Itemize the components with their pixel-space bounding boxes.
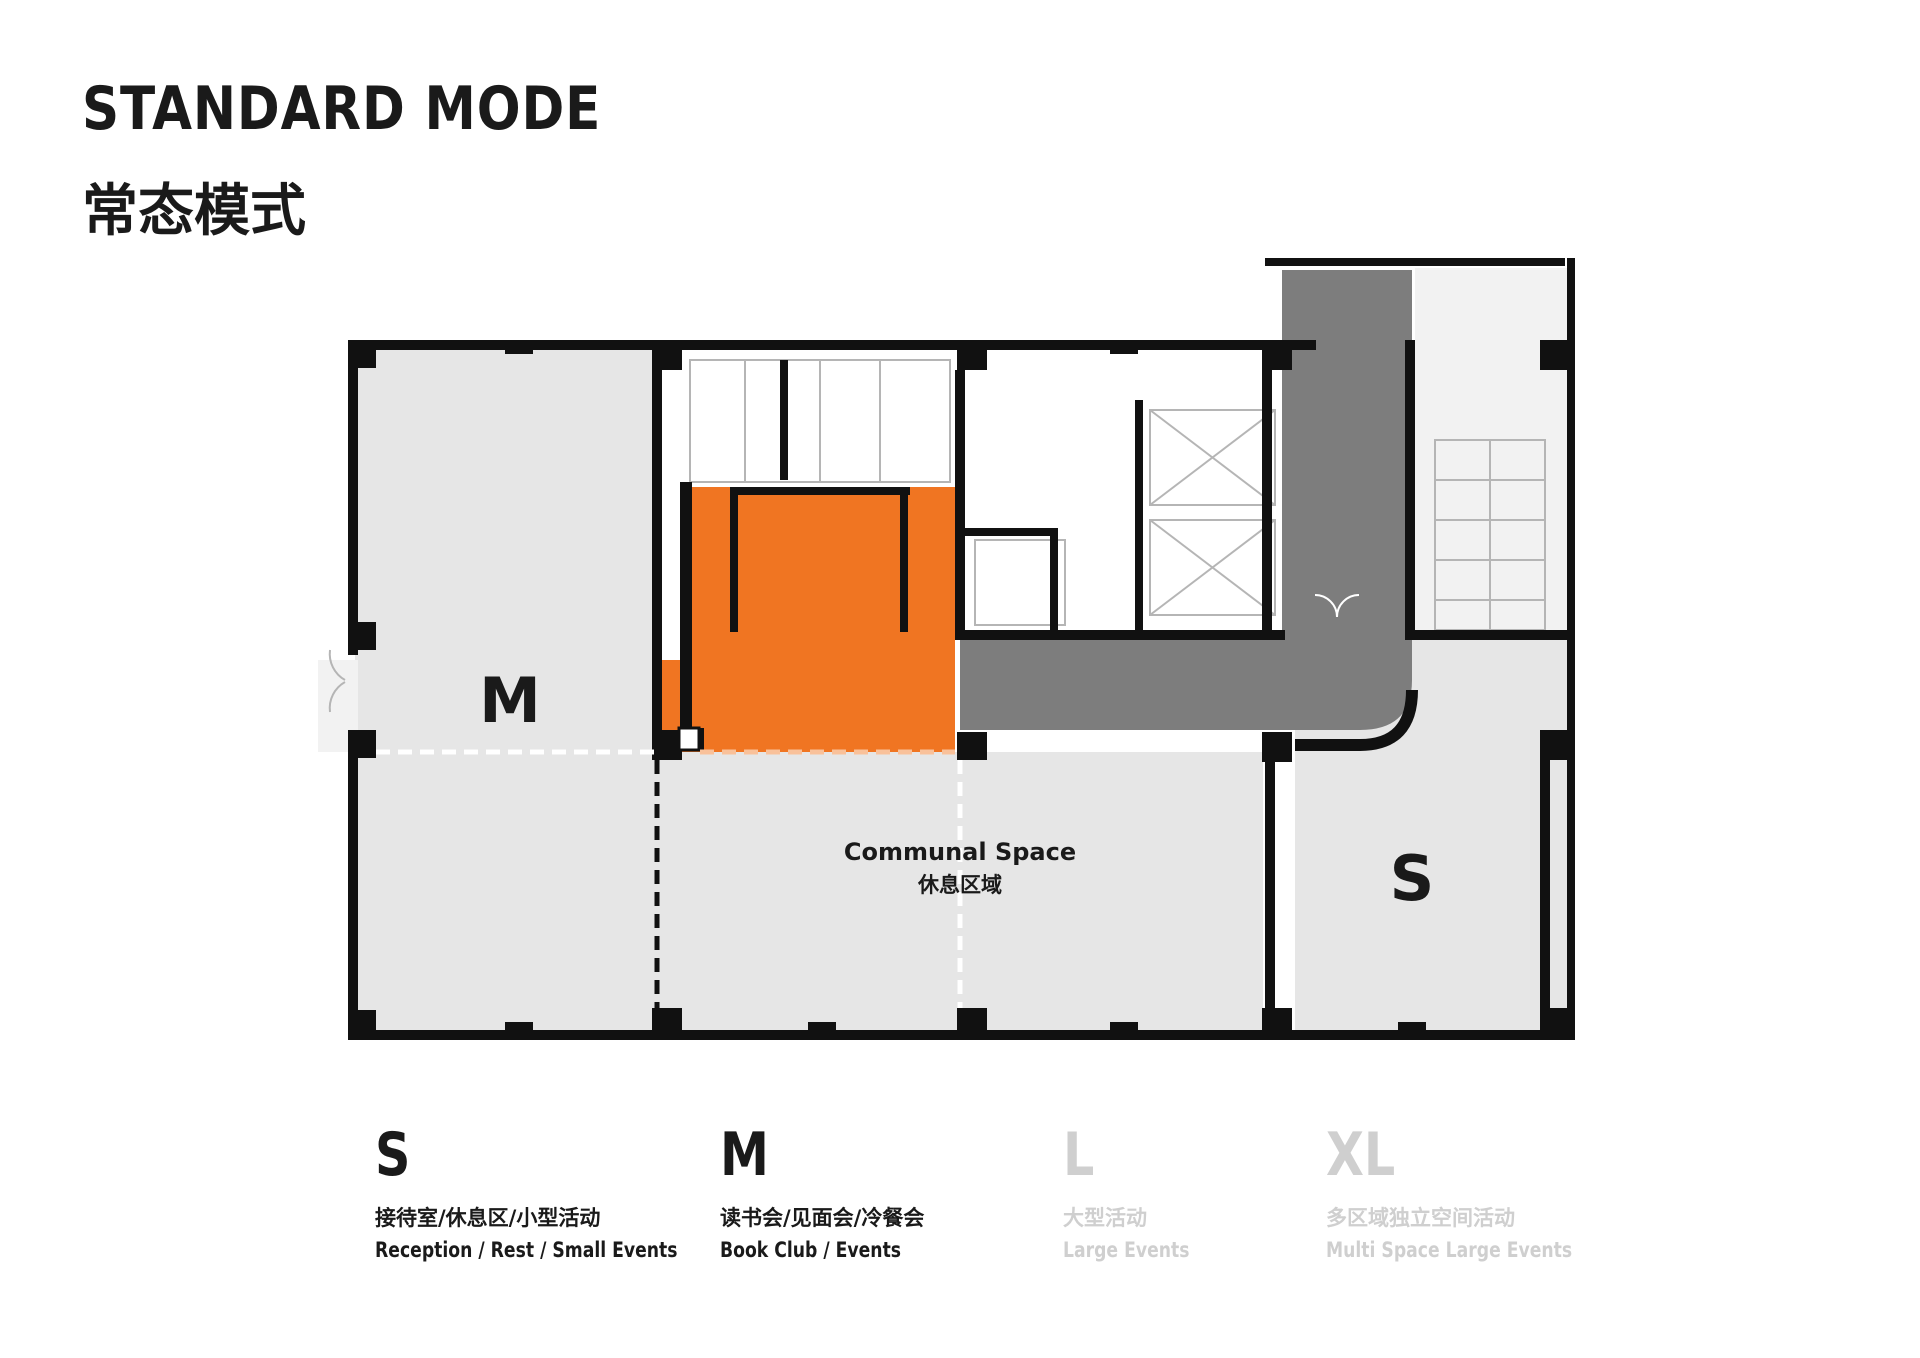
service-rooms <box>689 359 1546 631</box>
highlight-room <box>660 487 955 752</box>
legend-item-l: L 大型活动 Large Events <box>1063 1125 1217 1263</box>
legend-code: L <box>1063 1120 1095 1190</box>
small-cabinet <box>677 726 701 752</box>
legend-description-en: Large Events <box>1063 1238 1190 1262</box>
page-title: STANDARD MODE <box>82 74 602 144</box>
legend-description-cn: 多区域独立空间活动 <box>1326 1206 1515 1230</box>
legend-item-s: S 接待室/休息区/小型活动 Reception / Rest / Small … <box>375 1125 744 1263</box>
communal-label-en: Communal Space <box>844 838 1076 866</box>
legend-description-cn: 接待室/休息区/小型活动 <box>375 1206 601 1230</box>
page-subtitle: 常态模式 <box>82 179 306 244</box>
stair-zone-fill <box>1415 268 1575 640</box>
walls <box>348 258 1575 1040</box>
corridor <box>960 270 1412 730</box>
communal-label-cn: 休息区域 <box>917 873 1002 897</box>
zone-m-fill <box>355 350 657 1030</box>
movable-partitions <box>376 655 963 1008</box>
legend-description-cn: 大型活动 <box>1063 1206 1147 1230</box>
legend-item-xl: XL 多区域独立空间活动 Multi Space Large Events <box>1326 1125 1626 1263</box>
legend-item-m: M 读书会/见面会/冷餐会 Book Club / Events <box>720 1125 941 1263</box>
zone-s-label: S <box>1390 842 1435 915</box>
legend-description-cn: 读书会/见面会/冷餐会 <box>720 1206 925 1230</box>
corridor-door-icon <box>1314 594 1360 618</box>
legend-code: M <box>720 1120 769 1190</box>
legend-description-en: Multi Space Large Events <box>1326 1238 1573 1262</box>
entrance-door-icon <box>328 649 346 713</box>
corridor-curve-wall <box>1295 689 1418 751</box>
legend-code: XL <box>1326 1120 1396 1190</box>
legend-description-en: Reception / Rest / Small Events <box>375 1238 678 1262</box>
zone-m-label: M <box>479 664 541 737</box>
legend-description-en: Book Club / Events <box>720 1238 902 1262</box>
legend-code: S <box>375 1120 411 1190</box>
